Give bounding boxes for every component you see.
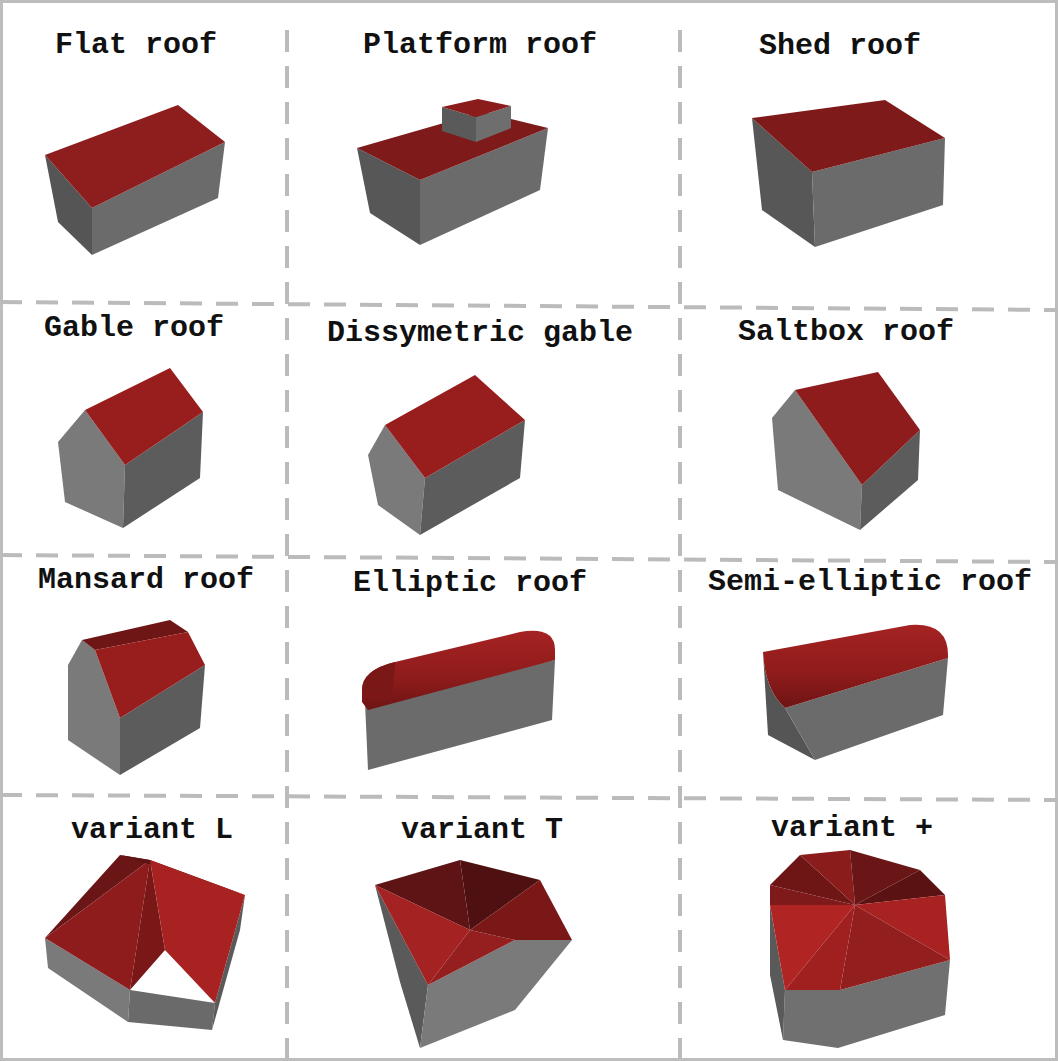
mansard-roof xyxy=(68,620,205,775)
variant-l-roof xyxy=(45,855,245,1030)
roof-type-label: variant L xyxy=(71,815,233,845)
saltbox-roof xyxy=(772,372,920,530)
roof-type-label: Flat roof xyxy=(55,30,217,60)
roof-type-label: Shed roof xyxy=(759,31,921,61)
variant-plus-roof xyxy=(770,850,950,1048)
dissymetric-gable-roof xyxy=(368,375,525,535)
platform-roof xyxy=(357,99,548,245)
semi-elliptic-roof xyxy=(763,625,948,760)
gable-roof xyxy=(58,368,203,528)
roof-type-label: Gable roof xyxy=(44,313,224,343)
grid-dashes xyxy=(0,30,1058,1059)
roof-type-label: variant T xyxy=(401,815,563,845)
roof-type-label: Mansard roof xyxy=(38,565,254,595)
elliptic-roof xyxy=(362,631,555,770)
roof-type-label: Semi-elliptic roof xyxy=(708,567,1032,597)
variant-t-roof xyxy=(375,860,572,1048)
roof-type-label: Elliptic roof xyxy=(353,568,587,598)
roof-type-label: Saltbox roof xyxy=(738,317,954,347)
shed-roof xyxy=(752,100,945,247)
flat-roof xyxy=(45,105,225,255)
roof-type-label: variant + xyxy=(771,813,933,843)
roof-type-label: Platform roof xyxy=(363,30,597,60)
roof-type-label: Dissymetric gable xyxy=(327,318,633,348)
